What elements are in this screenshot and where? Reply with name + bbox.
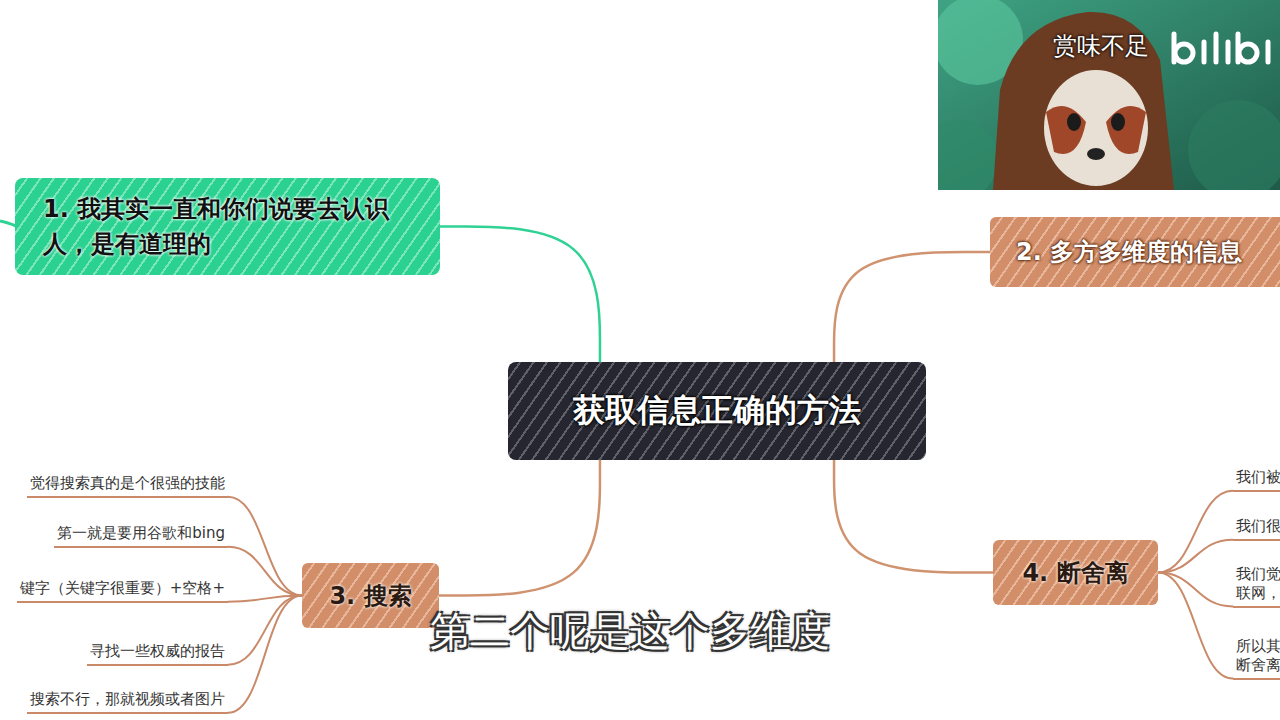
panda-face xyxy=(1044,70,1148,186)
branch-connector xyxy=(440,227,600,363)
node-text: 2. 多方多维度的信息 xyxy=(1016,236,1242,268)
node-text: 获取信息正确的方法 xyxy=(573,389,861,433)
foliage xyxy=(1188,100,1280,190)
node-text: 1. 我其实一直和你们说要去认识 人，是有道理的 xyxy=(43,192,412,262)
node-text: 3. 搜索 xyxy=(329,580,411,612)
leaf-topic: 第一就是要用谷歌和bing xyxy=(54,524,228,548)
leaf-topic: 寻找一些权威的报告 xyxy=(87,642,228,666)
panda-nose xyxy=(1087,148,1105,160)
central-topic: 获取信息正确的方法 xyxy=(508,362,926,460)
panda-eye xyxy=(1111,113,1125,131)
branch-connector xyxy=(1158,573,1233,679)
branch-box: 1. 我其实一直和你们说要去认识 人，是有道理的 xyxy=(15,178,440,275)
leaf-topic: 我们被 xyxy=(1233,468,1280,492)
leaf-topic: 我们觉 联网， xyxy=(1233,565,1280,608)
site-logo xyxy=(1174,34,1268,62)
branch-connector xyxy=(834,460,993,573)
leaf-topic: 搜索不行，那就视频或者图片 xyxy=(27,690,228,714)
branch-connector xyxy=(228,547,302,596)
branch-connector xyxy=(228,497,302,596)
node-text: 键字（关键字很重要）+空格+ xyxy=(20,579,225,598)
video-thumbnail xyxy=(938,0,1280,190)
node-text: 所以其 断舍离 xyxy=(1236,637,1280,675)
branch-connector xyxy=(1158,540,1233,573)
panda-eye xyxy=(1067,113,1081,131)
node-text: 觉得搜索真的是个很强的技能 xyxy=(30,474,225,493)
leaf-topic: 键字（关键字很重要）+空格+ xyxy=(17,579,228,603)
node-text: 我们觉 联网， xyxy=(1236,565,1280,603)
leaf-topic: 我们很 xyxy=(1233,517,1280,541)
face-patch xyxy=(1046,106,1086,154)
node-text: 搜索不行，那就视频或者图片 xyxy=(30,690,225,709)
node-text: 寻找一些权威的报告 xyxy=(90,642,225,661)
branch-box: 4. 断舍离 xyxy=(993,540,1158,605)
branch-stub xyxy=(0,221,16,226)
branch-connector xyxy=(228,596,302,713)
node-text: 4. 断舍离 xyxy=(1022,557,1128,589)
branch-box: 2. 多方多维度的信息 xyxy=(990,217,1280,287)
branch-connector xyxy=(1158,491,1233,573)
leaf-topic: 所以其 断舍离 xyxy=(1233,637,1280,680)
node-text: 我们被 xyxy=(1236,468,1280,487)
leaf-topic: 觉得搜索真的是个很强的技能 xyxy=(27,474,228,498)
foliage xyxy=(938,120,998,190)
node-text: 第一就是要用谷歌和bing xyxy=(57,524,225,543)
branch-connector xyxy=(834,252,990,362)
branch-connector xyxy=(1158,573,1233,607)
branch-connector xyxy=(439,460,600,596)
branch-box: 3. 搜索 xyxy=(302,563,439,628)
face-patch xyxy=(1106,106,1146,154)
hood xyxy=(993,12,1174,190)
watermark: 赏味不足 xyxy=(1053,30,1149,62)
node-text: 我们很 xyxy=(1236,517,1280,536)
subtitle: 第二个呢是这个多维度 xyxy=(430,604,830,659)
